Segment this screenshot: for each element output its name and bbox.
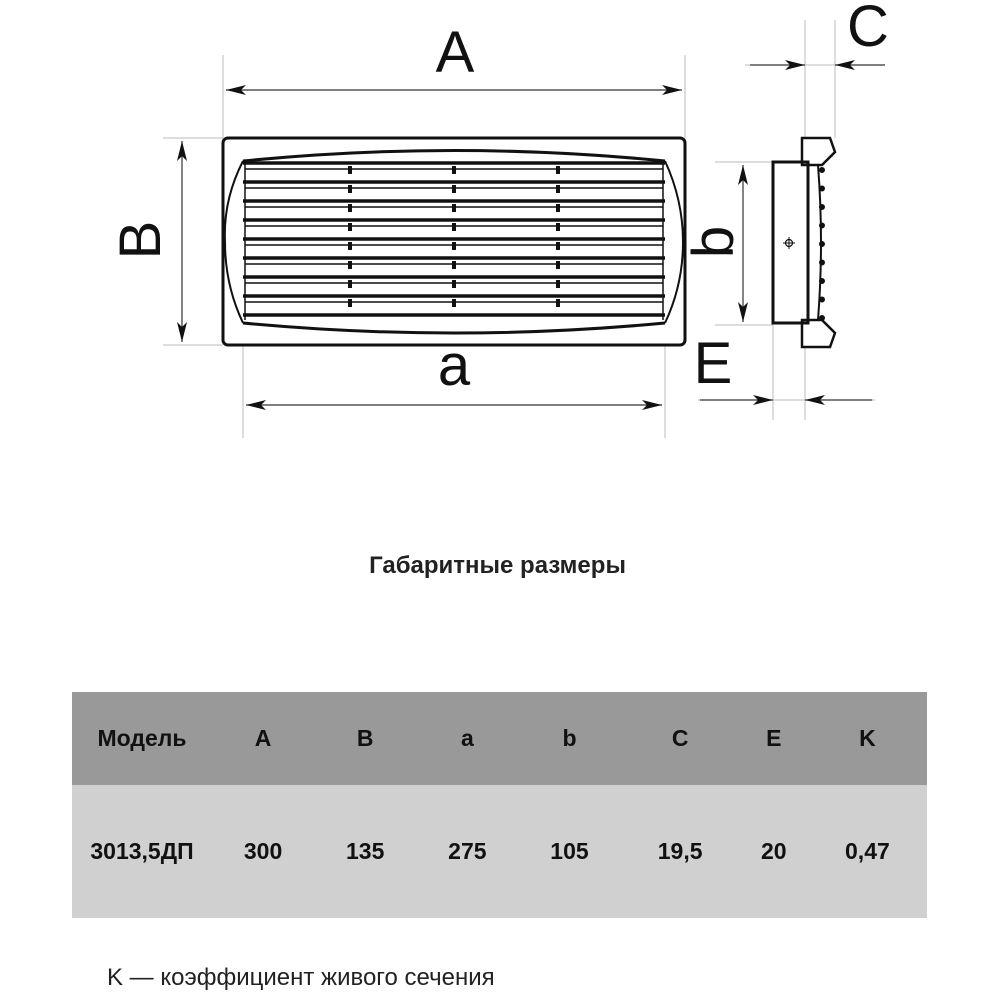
cell-b: 105 — [550, 838, 589, 864]
dimensions-table: Модель A B a b C E K 3013,5ДП 300 135 27… — [72, 692, 927, 918]
footnote: K — коэффициент живого сечения — [107, 964, 495, 991]
dim-label-a: a — [438, 333, 471, 398]
dim-label-A: A — [436, 20, 475, 85]
table-header-row: Модель A B a b C E K — [72, 692, 927, 785]
col-header-B: B — [356, 725, 374, 751]
grille-slats — [243, 161, 665, 320]
slat-edge — [819, 315, 825, 321]
grille-slat — [243, 256, 665, 269]
col-header-a: a — [460, 725, 474, 751]
grille-slat — [243, 294, 665, 307]
dim-label-C: C — [847, 0, 889, 59]
slat-edge — [819, 204, 825, 210]
cell-A: 300 — [243, 838, 283, 864]
col-header-C: C — [671, 725, 689, 751]
grille-slat — [243, 275, 665, 288]
slat-edge — [819, 278, 825, 284]
cell-a: 275 — [448, 838, 487, 864]
grille-side-view — [771, 136, 837, 349]
cell-E: 20 — [760, 838, 787, 864]
cell-B: 135 — [346, 838, 385, 864]
cell-K: 0,47 — [845, 838, 890, 864]
cell-C: 19,5 — [657, 838, 703, 864]
grille-slat — [243, 180, 665, 193]
slat-edge — [819, 185, 825, 192]
table-row: 3013,5ДП 300 135 275 105 19,5 20 0,47 — [72, 785, 927, 918]
slat-edge — [819, 241, 825, 247]
col-header-model: Модель — [97, 725, 187, 751]
slat-edge — [819, 222, 825, 229]
dimension-arrows — [177, 60, 885, 410]
cell-model: 3013,5ДП — [90, 838, 194, 864]
dim-label-B: B — [108, 221, 173, 260]
slat-edge — [819, 259, 825, 266]
col-header-A: A — [254, 725, 272, 751]
dim-label-b: b — [681, 226, 746, 258]
grille-front-view — [221, 136, 687, 347]
col-header-K: K — [859, 725, 876, 751]
grille-slat — [243, 237, 665, 250]
section-title: Габаритные размеры — [369, 552, 626, 579]
extension-lines — [163, 20, 885, 438]
col-header-b: b — [562, 725, 577, 751]
slat-edge — [819, 167, 825, 173]
grille-slat — [243, 199, 665, 212]
dimension-drawing: A B a b C E — [108, 0, 889, 438]
grille-slat — [243, 218, 665, 231]
grille-slat — [243, 161, 665, 174]
col-header-E: E — [766, 725, 782, 751]
dim-label-E: E — [694, 331, 733, 396]
slat-edge — [819, 296, 825, 303]
